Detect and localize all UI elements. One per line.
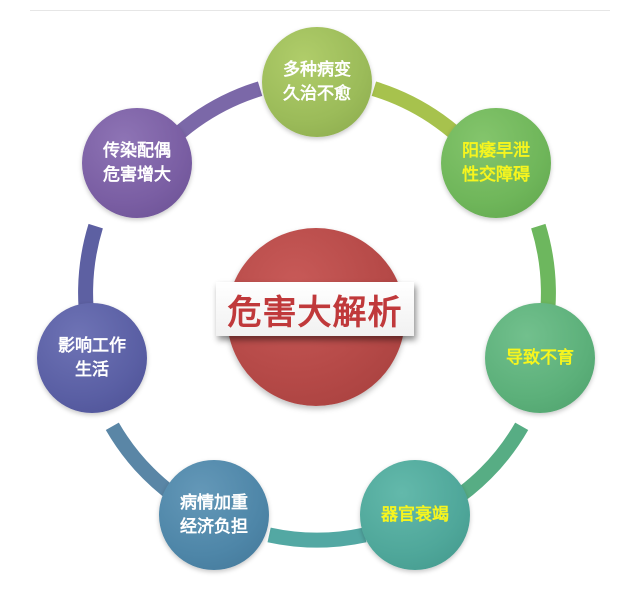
center-title: 危害大解析: [216, 282, 414, 336]
node-text-line: 影响工作: [58, 336, 126, 356]
node-text-line: 性交障碍: [462, 165, 530, 185]
node-affects-work-life: 影响工作 生活: [37, 303, 147, 413]
node-text-line: 阳痿早泄: [462, 141, 530, 161]
arc-lower-right-to-lower-left: [267, 527, 367, 548]
node-organ-failure: 器官衰竭: [360, 460, 470, 570]
node-text-line: 久治不愈: [283, 84, 351, 104]
node-text-line: 危害增大: [103, 165, 171, 185]
node-text-line: 病情加重: [180, 493, 248, 513]
node-infertility: 导致不育: [485, 303, 595, 413]
node-text-line: 导致不育: [506, 348, 574, 368]
node-sexual-dysfunction: 阳痿早泄 性交障碍: [441, 108, 551, 218]
node-multiple-diseases: 多种病变 久治不愈: [262, 27, 372, 137]
node-worsening-condition: 病情加重 经济负担: [159, 460, 269, 570]
node-text-line: 器官衰竭: [381, 505, 449, 525]
node-text-line: 传染配偶: [103, 141, 171, 161]
node-text-line: 生活: [75, 360, 109, 380]
node-text-line: 经济负担: [180, 517, 248, 537]
node-infects-spouse: 传染配偶 危害增大: [82, 108, 192, 218]
top-divider: [30, 10, 610, 11]
node-text-line: 多种病变: [283, 60, 351, 80]
